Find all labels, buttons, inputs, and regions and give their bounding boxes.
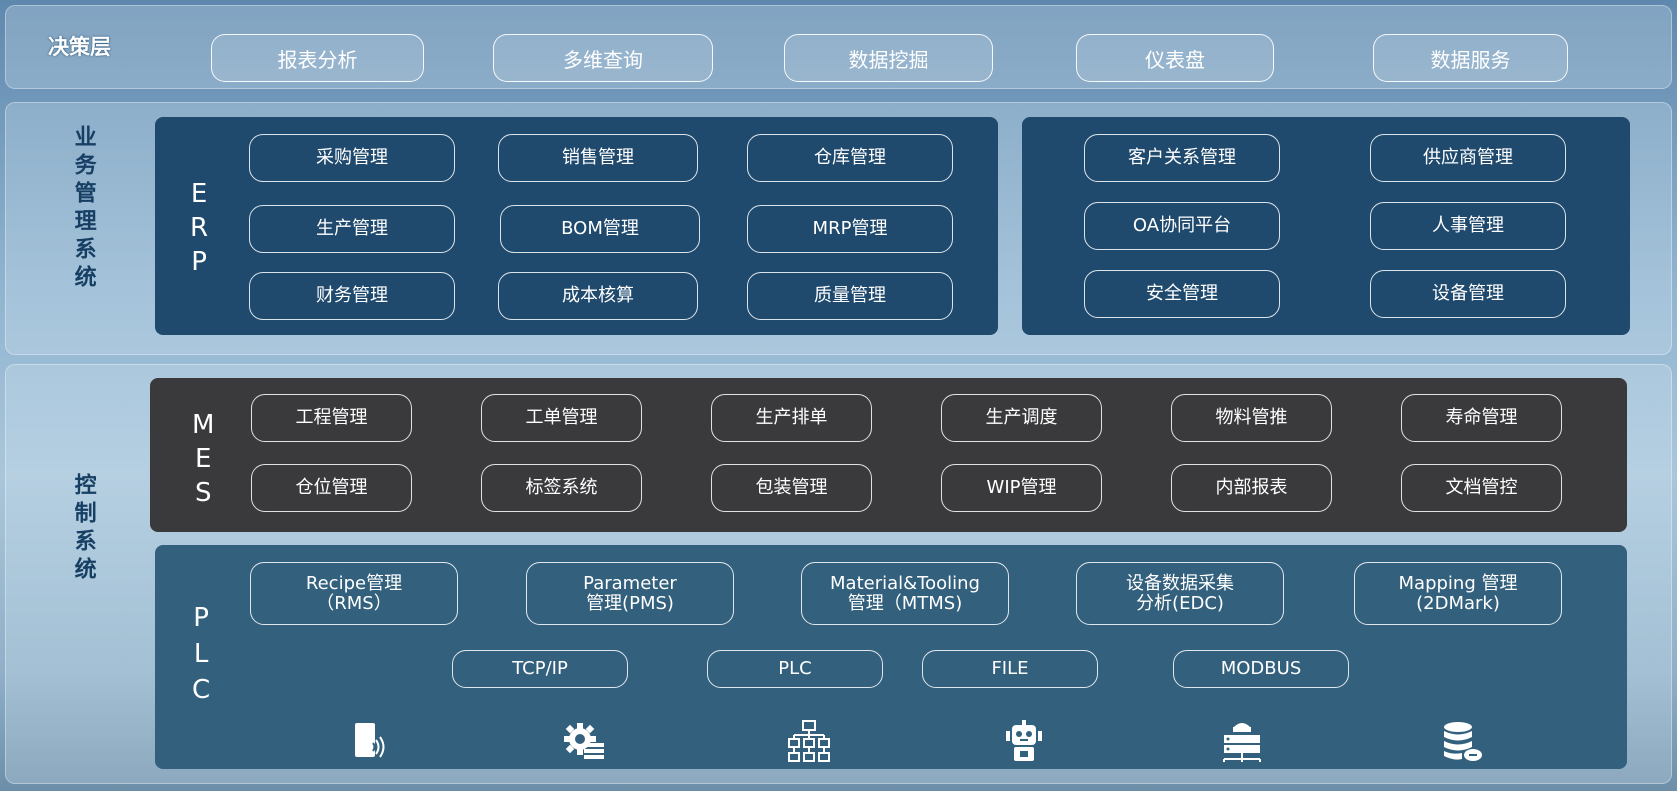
plc-letter-l: L — [193, 639, 209, 669]
production-dispatch-button[interactable]: 生产调度 — [941, 394, 1102, 442]
database-icon — [1444, 722, 1482, 761]
wip-management-button[interactable]: WIP管理 — [941, 464, 1102, 512]
mes-panel: M E S 工程管理 工单管理 生产排单 生产调度 物料管推 寿命管理 仓位管理… — [150, 378, 1627, 532]
business-layer-label: 业务管理系统 — [70, 125, 96, 293]
file-protocol-button[interactable]: FILE — [922, 650, 1098, 688]
dashboard-button[interactable]: 仪表盘 — [1076, 34, 1274, 82]
cost-accounting-button[interactable]: 成本核算 — [498, 272, 698, 320]
multi-query-button[interactable]: 多维查询 — [493, 34, 713, 82]
storage-location-button[interactable]: 仓位管理 — [251, 464, 412, 512]
hr-management-button[interactable]: 人事管理 — [1370, 202, 1566, 250]
finance-management-button[interactable]: 财务管理 — [249, 272, 455, 320]
work-order-management-button[interactable]: 工单管理 — [481, 394, 642, 442]
erp-letter-r: R — [190, 213, 209, 243]
document-control-button[interactable]: 文档管控 — [1401, 464, 1562, 512]
warehouse-management-button[interactable]: 仓库管理 — [747, 134, 953, 182]
supplier-management-button[interactable]: 供应商管理 — [1370, 134, 1566, 182]
material-tooling-button[interactable]: Material&Tooling 管理（MTMS) — [801, 562, 1009, 625]
modbus-protocol-button[interactable]: MODBUS — [1173, 650, 1349, 688]
business-right-panel: 客户关系管理 供应商管理 OA协同平台 人事管理 安全管理 设备管理 — [1022, 117, 1630, 335]
mes-letter-m: M — [192, 410, 215, 440]
packaging-management-button[interactable]: 包装管理 — [711, 464, 872, 512]
production-management-button[interactable]: 生产管理 — [249, 205, 455, 253]
erp-panel-label: E R P — [190, 177, 208, 279]
plc-panel-label: P L C — [192, 600, 210, 708]
mes-panel-label: M E S — [192, 408, 214, 510]
oa-platform-button[interactable]: OA协同平台 — [1084, 202, 1280, 250]
data-service-button[interactable]: 数据服务 — [1373, 34, 1568, 82]
rfid-card-icon — [355, 723, 385, 758]
plc-letter-c: C — [192, 675, 211, 705]
decision-layer: 决策层 报表分析 多维查询 数据挖掘 仪表盘 数据服务 — [5, 5, 1672, 89]
sales-management-button[interactable]: 销售管理 — [498, 134, 698, 182]
safety-management-button[interactable]: 安全管理 — [1084, 270, 1280, 318]
material-management-button[interactable]: 物料管推 — [1171, 394, 1332, 442]
lifespan-management-button[interactable]: 寿命管理 — [1401, 394, 1562, 442]
server-network-icon — [1223, 723, 1261, 762]
erp-letter-e: E — [190, 179, 208, 209]
network-hierarchy-icon — [788, 720, 830, 762]
tcp-ip-protocol-button[interactable]: TCP/IP — [452, 650, 628, 688]
plc-protocol-button[interactable]: PLC — [707, 650, 883, 688]
edc-button[interactable]: 设备数据采集 分析(EDC) — [1076, 562, 1284, 625]
data-mining-button[interactable]: 数据挖掘 — [784, 34, 993, 82]
purchase-management-button[interactable]: 采购管理 — [249, 134, 455, 182]
plc-panel: P L C Recipe管理 （RMS） Parameter 管理(PMS) M… — [155, 545, 1627, 769]
quality-management-button[interactable]: 质量管理 — [747, 272, 953, 320]
mapping-management-button[interactable]: Mapping 管理 (2DMark) — [1354, 562, 1562, 625]
crm-button[interactable]: 客户关系管理 — [1084, 134, 1280, 182]
mrp-management-button[interactable]: MRP管理 — [747, 205, 953, 253]
robot-icon — [1006, 720, 1042, 761]
production-scheduling-button[interactable]: 生产排单 — [711, 394, 872, 442]
mes-letter-s: S — [194, 478, 212, 508]
engineering-management-button[interactable]: 工程管理 — [251, 394, 412, 442]
decision-layer-label: 决策层 — [48, 35, 111, 59]
parameter-management-button[interactable]: Parameter 管理(PMS) — [526, 562, 734, 625]
report-analysis-button[interactable]: 报表分析 — [211, 34, 424, 82]
internal-report-button[interactable]: 内部报表 — [1171, 464, 1332, 512]
recipe-management-button[interactable]: Recipe管理 （RMS） — [250, 562, 458, 625]
mes-letter-e: E — [195, 444, 212, 474]
equipment-management-button[interactable]: 设备管理 — [1370, 270, 1566, 318]
gear-settings-icon — [564, 723, 604, 759]
bom-management-button[interactable]: BOM管理 — [500, 205, 700, 253]
erp-letter-p: P — [191, 247, 207, 277]
label-system-button[interactable]: 标签系统 — [481, 464, 642, 512]
control-layer-label: 控制系统 — [70, 473, 96, 585]
erp-panel: E R P 采购管理 销售管理 仓库管理 生产管理 BOM管理 MRP管理 财务… — [155, 117, 998, 335]
plc-letter-p: P — [193, 603, 209, 633]
